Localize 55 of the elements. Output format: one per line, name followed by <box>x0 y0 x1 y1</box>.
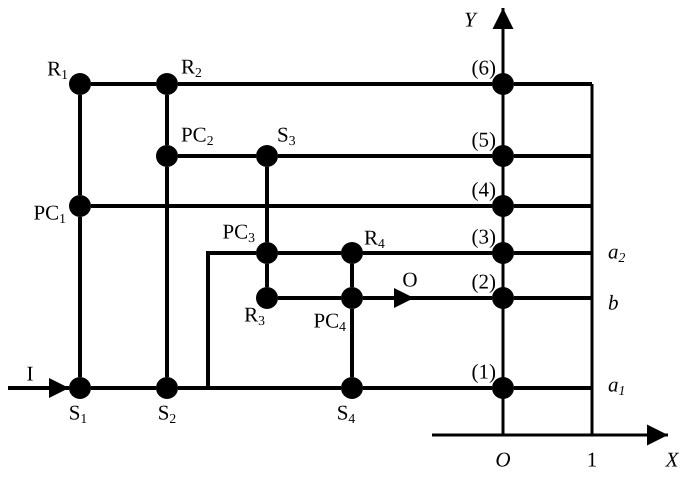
node-label: (1) <box>472 362 496 382</box>
node-label: PC$_{3}$ <box>222 221 255 245</box>
node-label: S$_{3}$ <box>277 124 296 148</box>
edge-label: I <box>26 364 34 384</box>
connector-line <box>91 204 492 208</box>
connector-line <box>514 251 592 255</box>
connector-line <box>414 296 492 300</box>
connector-line <box>363 251 492 255</box>
node-label: S$_{4}$ <box>336 402 356 426</box>
arrow <box>8 378 69 398</box>
connector-line <box>514 154 592 158</box>
node-label: (2) <box>472 272 496 292</box>
connector-line <box>514 296 592 300</box>
connector-line <box>178 82 492 86</box>
node-label: (5) <box>472 130 496 150</box>
axis-label: a$_{1}$ <box>608 374 626 398</box>
node-label: R$_{1}$ <box>47 58 68 82</box>
connector-line <box>350 264 354 287</box>
connector-line <box>363 386 492 390</box>
axis-label: a$_{2}$ <box>608 241 626 265</box>
axis-label: X <box>666 450 678 470</box>
node-label: (6) <box>472 58 496 78</box>
axis-label: 1 <box>586 450 598 470</box>
connector-line <box>265 264 269 287</box>
connector-line <box>165 95 169 145</box>
connector-line <box>278 154 492 158</box>
node-label: R$_{4}$ <box>364 227 385 251</box>
node-label: PC$_{4}$ <box>313 310 346 334</box>
node-label: PC$_{1}$ <box>33 202 66 226</box>
connector-line <box>278 296 341 300</box>
node-label: S$_{2}$ <box>158 402 176 426</box>
connector-line <box>78 95 82 195</box>
connector-line <box>514 386 592 390</box>
axis-label: Y <box>464 10 476 30</box>
axis-label: O <box>495 450 511 470</box>
connector-line <box>165 167 169 377</box>
connector-line <box>514 82 592 86</box>
connector-line <box>206 251 341 390</box>
node-label: R$_{3}$ <box>244 304 265 328</box>
node-label: (4) <box>472 180 496 200</box>
axis-label: b <box>608 292 618 314</box>
node-label: (3) <box>472 226 496 248</box>
connector-line <box>178 154 256 158</box>
node-label: S$_{1}$ <box>68 402 88 426</box>
connector-line <box>78 217 82 377</box>
node-label: PC$_{2}$ <box>181 124 214 148</box>
connector-line <box>514 204 592 208</box>
edge-label: O <box>402 270 418 290</box>
connector-line <box>265 167 269 242</box>
connector-line <box>278 251 341 255</box>
connector-line <box>91 386 156 390</box>
arrow <box>363 288 414 308</box>
node-label: R$_{2}$ <box>181 56 202 80</box>
connector-line <box>91 82 156 86</box>
connector-line <box>350 309 354 377</box>
